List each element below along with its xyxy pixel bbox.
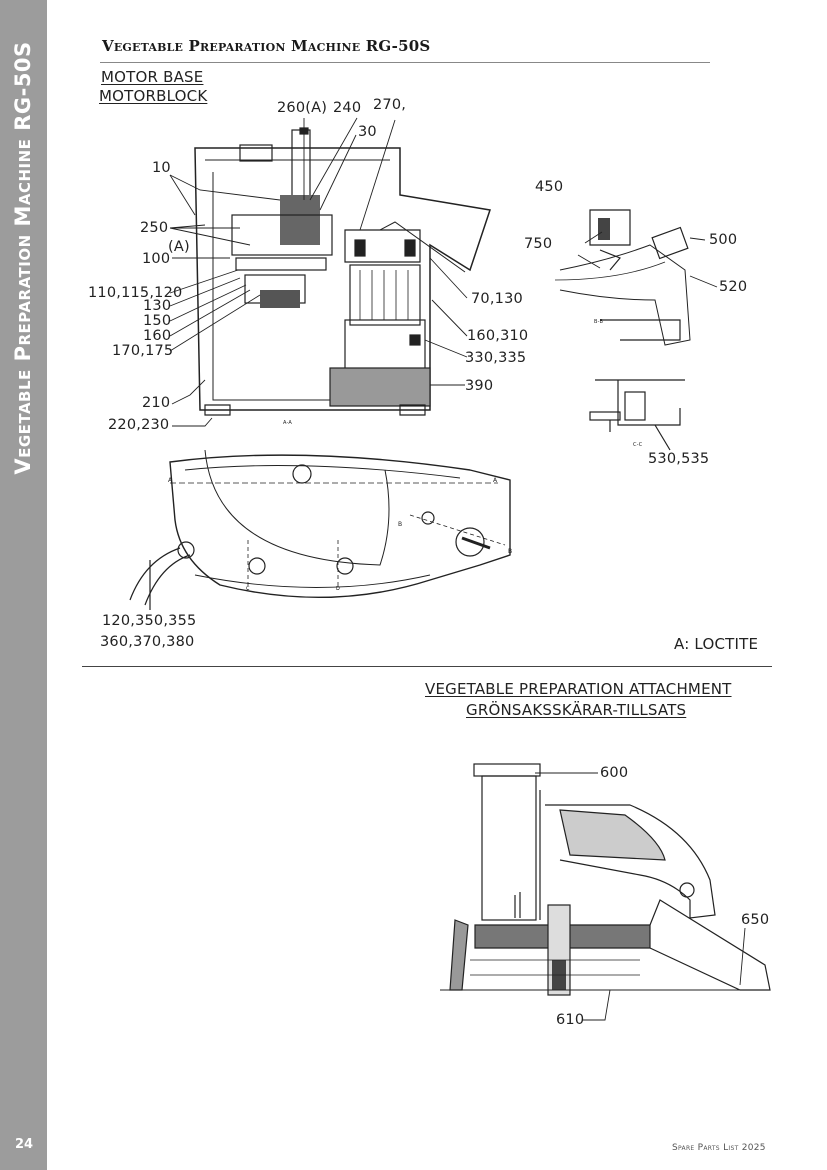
- callout-110: 110,115,120: [88, 285, 183, 301]
- section-mark-a-right: A: [493, 477, 498, 484]
- attachment-title-sv: GRÖNSAKSSKÄRAR-TILLSATS: [466, 701, 687, 719]
- callout-70: 70,130: [471, 291, 523, 307]
- callout-600: 600: [600, 765, 629, 781]
- plan-view: [129, 449, 511, 610]
- callout-120-350: 120,350,355: [102, 613, 197, 629]
- detail-c-c: [589, 379, 685, 451]
- callout-750: 750: [524, 236, 553, 252]
- motor-base-section: [194, 127, 491, 416]
- footer-text: Spare Parts List 2025: [672, 1143, 766, 1153]
- detail-b-b: [554, 209, 718, 346]
- loctite-note: A: LOCTITE: [674, 635, 759, 653]
- callout-450: 450: [535, 179, 564, 195]
- section-mark-d: D: [336, 586, 341, 592]
- callout-610: 610: [556, 1012, 585, 1028]
- callout-520: 520: [719, 279, 748, 295]
- callout-270: 270,: [373, 97, 407, 113]
- section-mark-b-left: B: [398, 521, 403, 528]
- callout-220: 220,230: [108, 417, 170, 433]
- callout-360-370: 360,370,380: [100, 634, 195, 650]
- callout-150: 150: [143, 313, 172, 329]
- callout-240: 240: [333, 100, 362, 116]
- section-mark-a-left: A: [168, 477, 173, 484]
- callout-260: 260(A): [277, 100, 328, 116]
- callout-250: 250: [140, 220, 169, 236]
- section-mark-a-a: A-A: [283, 420, 293, 426]
- callout-500: 500: [709, 232, 738, 248]
- section-mark-b-right: B: [508, 548, 513, 555]
- callout-650: 650: [741, 912, 770, 928]
- callout-a: (A): [168, 239, 190, 255]
- motor-base-title: MOTOR BASE: [101, 68, 204, 86]
- motor-base-title-sv: MOTORBLOCK: [99, 87, 208, 105]
- motor-base-leaders: [169, 117, 468, 427]
- header-divider: [100, 62, 710, 63]
- page-number: 24: [15, 1137, 34, 1152]
- section-mark-b-b: B-B: [594, 319, 604, 325]
- callout-390: 390: [465, 378, 494, 394]
- callout-100: 100: [142, 251, 171, 267]
- callout-130: 130: [143, 298, 172, 314]
- callout-210: 210: [142, 395, 171, 411]
- callout-330: 330,335: [465, 350, 527, 366]
- callout-530: 530,535: [648, 451, 710, 467]
- callout-160: 160: [143, 328, 172, 344]
- callout-30: 30: [358, 124, 377, 140]
- section-mark-c: C: [246, 586, 250, 592]
- callout-160-310: 160,310: [467, 328, 529, 344]
- section-mark-c-c: C-C: [633, 442, 643, 448]
- section-divider: [82, 666, 772, 667]
- callout-10: 10: [152, 160, 171, 176]
- sidebar: Vegetable Preparation Machine RG-50S 24: [0, 0, 47, 1170]
- attachment-title: VEGETABLE PREPARATION ATTACHMENT: [425, 680, 732, 698]
- page-title: Vegetable Preparation Machine RG-50S: [102, 37, 431, 55]
- attachment-section: [440, 763, 771, 1021]
- callout-170: 170,175: [112, 343, 174, 359]
